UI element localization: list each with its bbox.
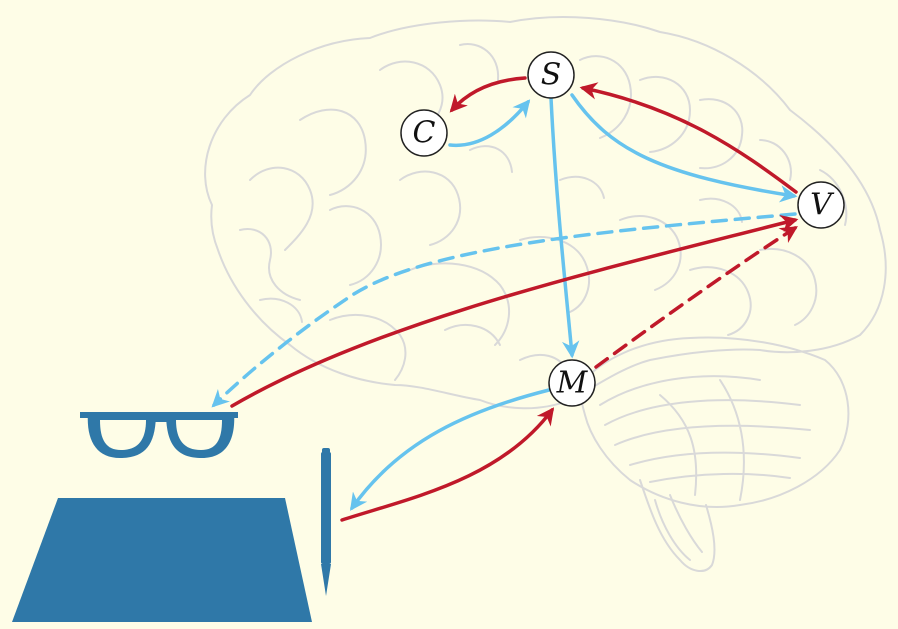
arrow-s-to-m: [551, 98, 572, 355]
node-c: C: [401, 110, 447, 156]
node-s-label: S: [541, 58, 562, 93]
node-m-label: M: [556, 366, 589, 401]
node-v-label: V: [810, 188, 835, 223]
node-c-label: C: [413, 116, 436, 151]
node-m: M: [549, 360, 595, 406]
arrow-s-to-v: [572, 95, 794, 196]
arrow-m-to-v: [596, 228, 795, 367]
arrow-s-to-c: [452, 78, 525, 110]
brain-outline-icon: [205, 17, 886, 571]
node-v: V: [798, 182, 844, 228]
glasses-icon: [80, 412, 238, 458]
paper-icon: [12, 498, 312, 622]
arrow-c-to-s: [450, 102, 528, 145]
pen-icon: [321, 448, 331, 596]
node-s: S: [528, 52, 574, 98]
arrow-glasses-to-v: [232, 220, 795, 406]
